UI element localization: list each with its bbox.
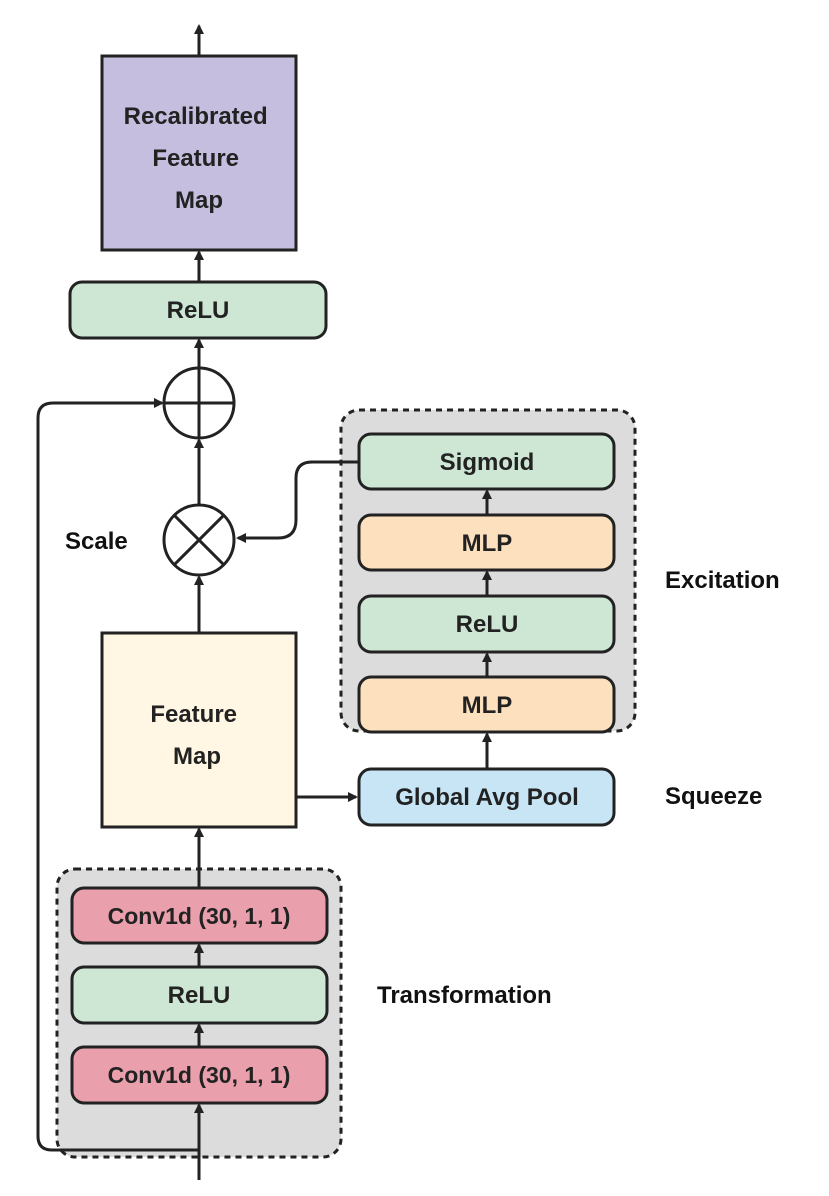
multiply-operator-d2 (173, 514, 225, 566)
mlp-label-upper: MLP (462, 530, 513, 557)
recalibrated-feature-map-box (100, 54, 298, 252)
excitation-label: Excitation (665, 567, 780, 594)
recalibrated-line-3: Map (175, 187, 223, 214)
excitation-relu-label: ReLU (456, 611, 519, 638)
conv1d-label-upper: Conv1d (30, 1, 1) (108, 903, 291, 929)
recalibrated-line-1: Recalibrated (124, 103, 268, 130)
sigmoid-label: Sigmoid (440, 449, 535, 476)
transformation-label: Transformation (377, 982, 552, 1009)
residual-connection (36, 398, 199, 1152)
arrow-sigmoid-to-multiply (236, 460, 359, 543)
transformation-relu-label: ReLU (168, 982, 231, 1009)
svg-text:Recalibrated Feature M: Recalibrated Feature Map (124, 103, 275, 214)
mlp-label-lower: MLP (462, 692, 513, 719)
scale-label: Scale (65, 528, 128, 555)
feature-map-box (100, 631, 298, 829)
top-relu-label: ReLU (167, 297, 230, 324)
svg-text:Feature Map: Feature Map (150, 701, 243, 770)
global-avg-pool-label: Global Avg Pool (395, 784, 579, 811)
squeeze-label: Squeeze (665, 783, 762, 810)
conv1d-label-lower: Conv1d (30, 1, 1) (108, 1062, 291, 1088)
recalibrated-line-2: Feature (152, 145, 239, 172)
feature-map-line-1: Feature (150, 701, 237, 728)
feature-map-line-2: Map (173, 743, 221, 770)
